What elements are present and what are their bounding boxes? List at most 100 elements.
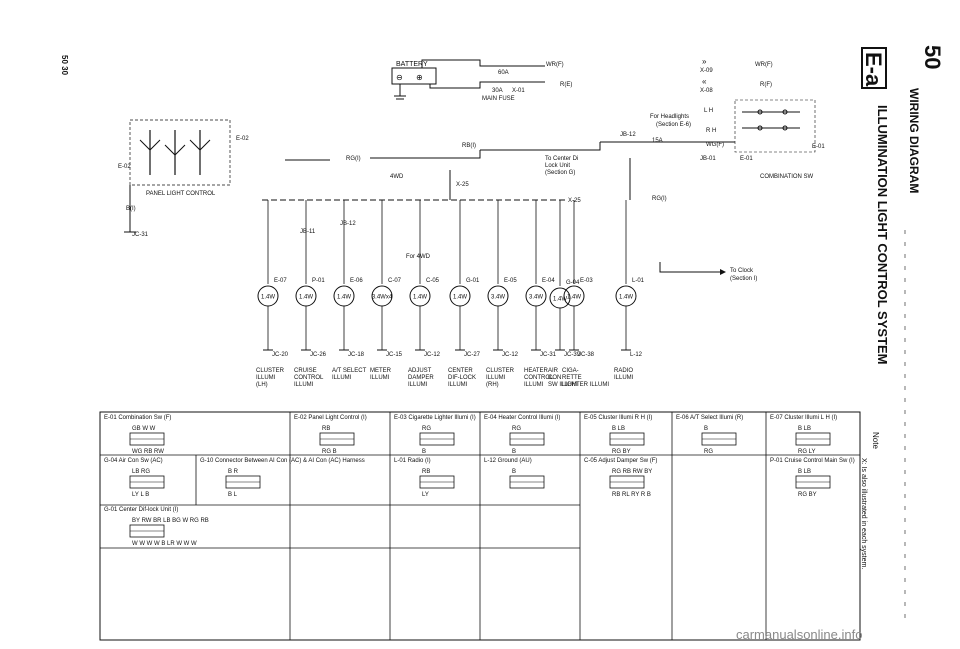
bulb-code: E-06	[350, 278, 363, 284]
section-code: E-a	[861, 52, 886, 87]
jb11-label: JB-11	[300, 229, 316, 235]
connector-pins-top: BY RW BR LB BG W RG RB	[132, 518, 209, 524]
bulb-name-2: DAMPER	[408, 375, 434, 381]
e02-label-a: E-02	[236, 136, 249, 142]
bulb-watt: 1.4W	[453, 295, 467, 301]
connector-pins-top: RB	[322, 426, 330, 432]
to-center-dif: To Center Di	[545, 156, 578, 162]
connector-pins-bottom: B	[422, 449, 426, 455]
bulb-watt: 3.4W	[491, 295, 505, 301]
connector-title: E-06 A/T Select Illumi (R)	[676, 415, 743, 421]
lock-unit: Lock Unit	[545, 163, 570, 169]
connector-table	[99, 411, 861, 641]
bulb-code: E-07	[274, 278, 287, 284]
fuse-15a: 15A	[652, 138, 663, 144]
bulb-ground-code: L-12	[630, 352, 643, 358]
bulb-name-3: ILLUMI	[408, 382, 428, 388]
bulb-name-1: CIGA-	[562, 368, 579, 374]
connector-cell-9: G-10 Connector Between AI Con (AC) & AI …	[200, 458, 365, 498]
jb12-label: JB-12	[620, 132, 636, 138]
x01-label: X-01	[512, 88, 525, 94]
connector-pins-bottom: RG B	[322, 449, 337, 455]
connector-pins-top: RG	[512, 426, 521, 432]
section-title: WIRING DIAGRAM	[907, 88, 921, 193]
bulb-name-1: HEATER	[524, 368, 549, 374]
fuse-60a: 60A	[498, 70, 509, 76]
connector-pins-bottom: B	[512, 449, 516, 455]
connector-pins-bottom: B L	[228, 492, 238, 498]
page-number: 50	[920, 45, 945, 69]
connector-pins-top: RG	[422, 426, 431, 432]
bulb-name-1: CENTER	[448, 368, 473, 374]
for-4wd: For 4WD	[406, 254, 431, 260]
bulb-name-3: (LH)	[256, 382, 268, 388]
svg-text:«: «	[702, 77, 707, 86]
connector-cell-1: E-01 Combination Sw (F)GB W WWG RB RW	[104, 415, 171, 455]
connector-pins-top: B LB	[798, 426, 811, 432]
label-4wd: 4WD	[390, 174, 404, 180]
combination-sw-label: COMBINATION SW	[760, 174, 814, 180]
bulb-code: E-03	[580, 278, 593, 284]
connector-pins-top: B R	[228, 469, 239, 475]
bulb-name-1: CLUSTER	[256, 368, 285, 374]
connector-pins-top: B LB	[612, 426, 625, 432]
svg-text:»: »	[702, 57, 707, 66]
bulb-ground-code: JC-15	[386, 352, 403, 358]
rh-label: R H	[706, 128, 716, 134]
bulb-watt: 1.4W	[299, 295, 313, 301]
bulb-name-2: CON	[548, 375, 561, 381]
note-label: Note	[871, 432, 880, 449]
b-i-label: B(I)	[126, 206, 136, 212]
connector-title: G-04 Air Con Sw (AC)	[104, 458, 163, 464]
jb12-label-2: JB-12	[340, 221, 356, 227]
connector-pins-bottom: RB RL RY R B	[612, 492, 651, 498]
bulb-name-2: ILLUMI	[370, 375, 390, 381]
bulb-name-3: ILLUMI	[294, 382, 314, 388]
wr-f-label: WR(F)	[546, 62, 564, 68]
bulb-ground-code: JC-31	[540, 352, 557, 358]
connector-title: P-01 Cruise Control Main Sw (I)	[770, 458, 855, 464]
bulb-row: E-071.4WJC-20CLUSTERILLUMI(LH)P-011.4WJC…	[256, 200, 645, 388]
side-page-number: 50 30	[60, 55, 69, 76]
connector-cells: E-01 Combination Sw (F)GB W WWG RB RW E-0…	[104, 415, 855, 547]
bulb-watt: 1.4W	[567, 295, 581, 301]
connector-title: C-05 Adjust Damper Sw (F)	[584, 458, 657, 464]
e02-label-b: E-02	[118, 164, 131, 170]
svg-text:⊕: ⊕	[416, 73, 423, 82]
x09-label: X-09	[700, 68, 713, 74]
rg-i-label: RG(I)	[346, 156, 361, 162]
connector-title: E-07 Cluster Illumi L H (I)	[770, 415, 837, 421]
connector-title: E-02 Panel Light Control (I)	[294, 415, 367, 421]
title-strip: 50 E-a WIRING DIAGRAM ILLUMINATION LIGHT…	[860, 45, 945, 620]
battery-label: BATTERY	[396, 61, 428, 68]
bulb-ground-code: JC-27	[464, 352, 481, 358]
connector-cell-11: L-12 Ground (AU)B	[484, 458, 545, 489]
bulb-ground-code: JC-38	[578, 352, 595, 358]
distribution-bus: X-25 JB-12 JB-11 For 4WD To Clock (Secti…	[262, 170, 757, 282]
bulb-watt: 1.4W	[337, 295, 351, 301]
bulb-code: E-05	[504, 278, 517, 284]
rb-i-label: RB(I)	[462, 143, 476, 149]
bulb-ground-code: JC-18	[348, 352, 365, 358]
connector-pins-bottom: RG BY	[798, 492, 817, 498]
bulb-watt: 1.4W	[553, 297, 567, 303]
diagram-title: ILLUMINATION LIGHT CONTROL SYSTEM	[875, 105, 890, 365]
bulb-code: G-01	[466, 278, 480, 284]
bulb-name-1: RADIO	[614, 368, 633, 374]
connector-pins-bottom: RG BY	[612, 449, 631, 455]
bulb-watt: 3.4Wx4	[372, 295, 393, 301]
r-f-label: R(F)	[760, 82, 772, 88]
connector-cell-2: E-02 Panel Light Control (I) RB RG B	[294, 415, 367, 455]
bulb-name-3: ILLUMI	[448, 382, 468, 388]
connector-pins-bottom: WG RB RW	[132, 449, 164, 455]
